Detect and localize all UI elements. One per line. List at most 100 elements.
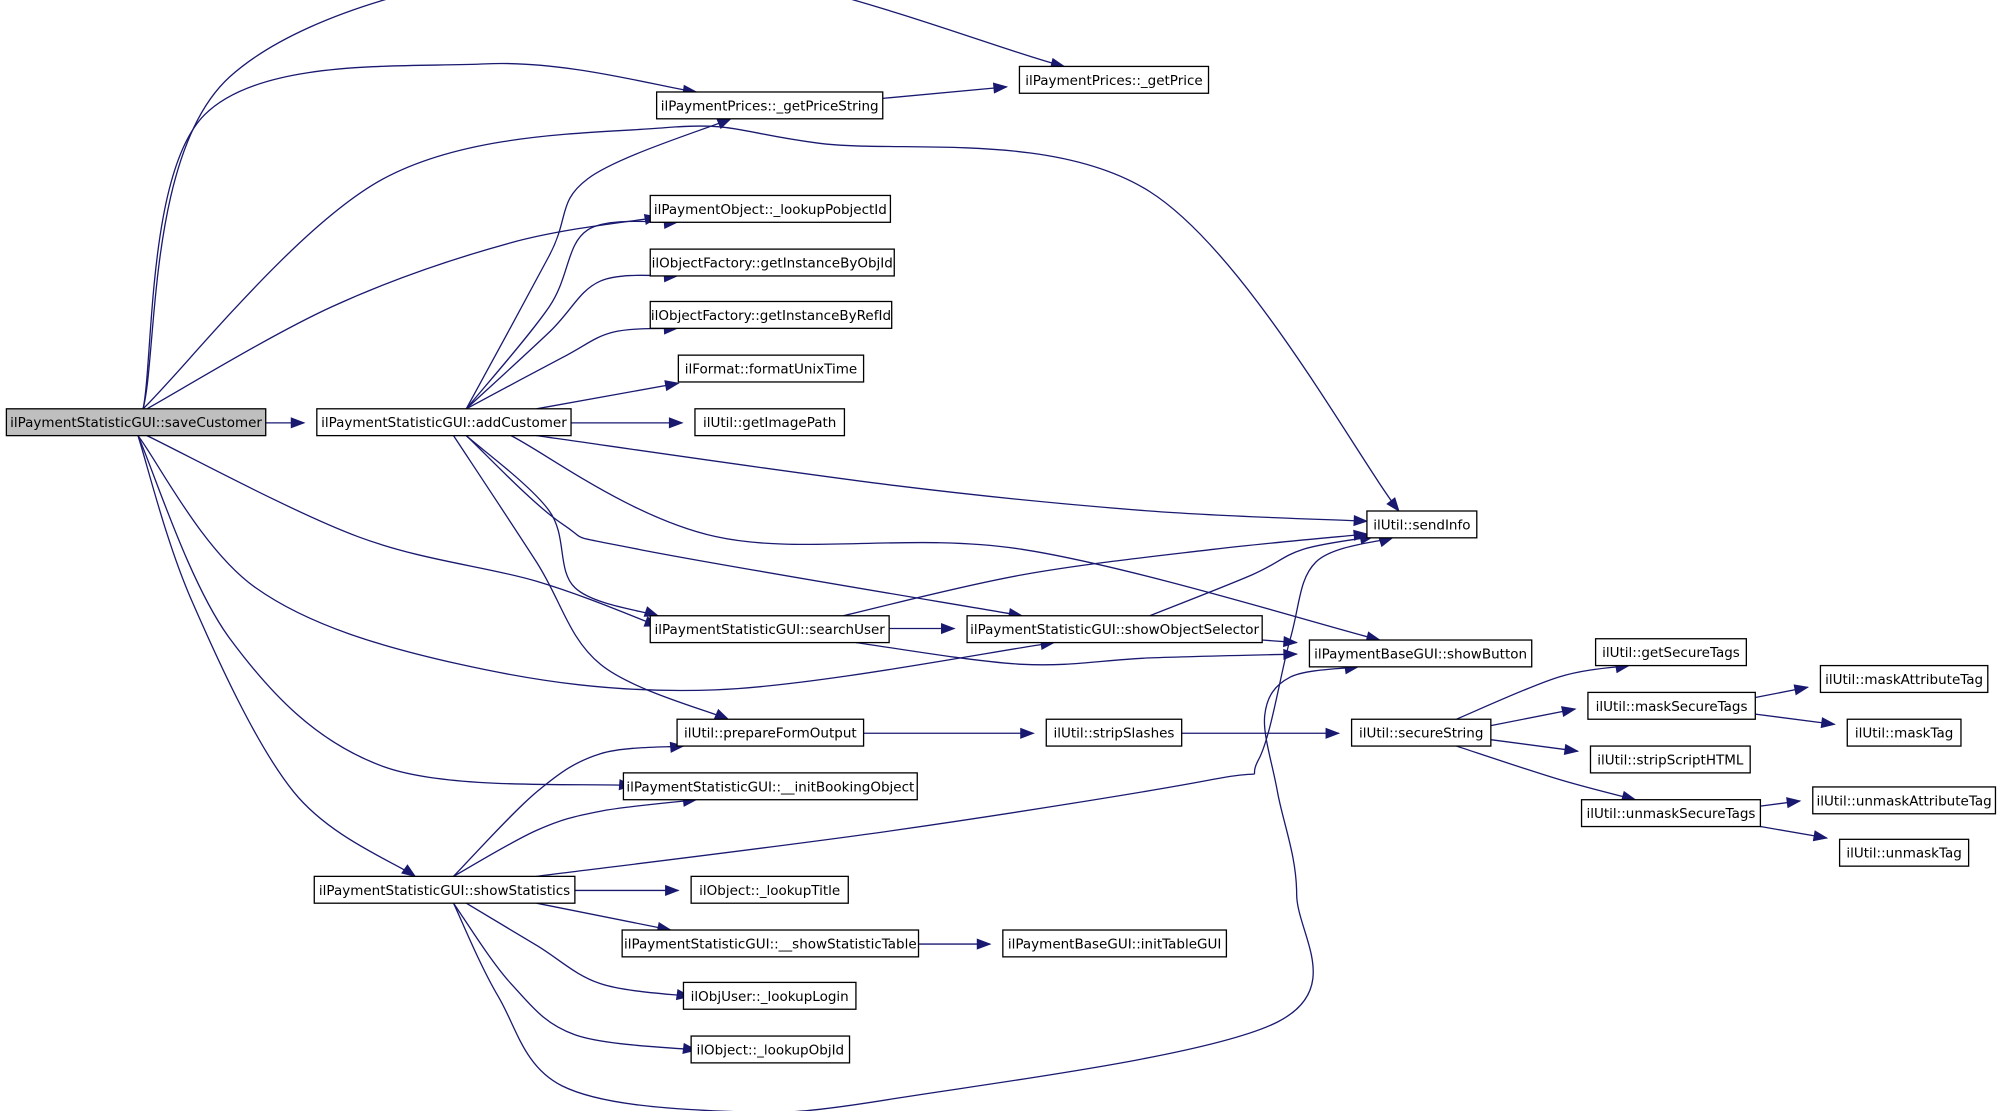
node[interactable]: ilPaymentPrices::_getPrice <box>1018 65 1210 94</box>
node-label: ilUtil::maskAttributeTag <box>1825 672 1983 688</box>
edge-line <box>1149 535 1374 617</box>
node[interactable]: ilUtil::unmaskAttributeTag <box>1812 786 1997 815</box>
node-label: ilPaymentObject::_lookupPobjectId <box>654 202 887 218</box>
node[interactable]: ilPaymentStatisticGUI::__showStatisticTa… <box>621 929 920 958</box>
edge-arrowhead <box>1325 727 1341 739</box>
node-label: ilPaymentStatisticGUI::addCustomer <box>321 415 567 431</box>
node[interactable]: ilObject::_lookupTitle <box>690 875 849 904</box>
node[interactable]: ilUtil::sendInfo <box>1366 510 1478 539</box>
edge-n14-n15 <box>1181 727 1341 739</box>
node-box <box>676 718 865 747</box>
node[interactable]: ilPaymentObject::_lookupPobjectId <box>649 194 892 223</box>
node-label: ilUtil::unmaskTag <box>1846 846 1962 862</box>
edge-arrowhead <box>1563 743 1580 755</box>
edge-line <box>146 216 659 410</box>
edge-line <box>465 220 678 410</box>
node-box <box>649 248 895 277</box>
node-box <box>316 408 572 437</box>
edge-n1-n6 <box>465 323 679 410</box>
edge-n25-n12 <box>452 663 1360 1111</box>
node[interactable]: ilPaymentStatisticGUI::showStatistics <box>313 875 576 904</box>
node-label: ilObjectFactory::getInstanceByRefId <box>651 308 891 324</box>
node[interactable]: ilUtil::stripSlashes <box>1045 718 1183 747</box>
node[interactable]: ilUtil::getImagePath <box>694 408 846 437</box>
edge-n25-n26 <box>574 884 680 896</box>
node-box <box>1350 718 1492 747</box>
edge-n1-n12 <box>510 435 1382 643</box>
edge-n17-n19 <box>1755 713 1836 729</box>
node[interactable]: ilPaymentStatisticGUI::addCustomer <box>316 408 572 437</box>
node[interactable]: ilObject::_lookupObjId <box>690 1035 851 1064</box>
edge-n0-n25 <box>137 435 417 878</box>
node-root[interactable]: ilPaymentStatisticGUI::saveCustomer <box>5 408 267 437</box>
node-label: ilUtil::maskSecureTags <box>1596 699 1748 715</box>
node[interactable]: ilUtil::maskAttributeTag <box>1819 664 1989 694</box>
edge-n10-n9 <box>843 529 1369 617</box>
node-label: ilObject::_lookupTitle <box>699 883 840 899</box>
edge-n15-n20 <box>1490 739 1580 755</box>
node[interactable]: ilUtil::maskTag <box>1846 718 1962 747</box>
node-box <box>649 615 890 644</box>
node[interactable]: ilObjectFactory::getInstanceByObjId <box>649 248 895 277</box>
node-box <box>5 408 267 437</box>
edge-line <box>137 435 416 877</box>
node[interactable]: ilPaymentBaseGUI::showButton <box>1308 639 1533 668</box>
edge-line <box>465 327 678 410</box>
node-label: ilPaymentStatisticGUI::searchUser <box>655 622 886 638</box>
node[interactable]: ilFormat::formatUnixTime <box>677 354 865 383</box>
edge-line <box>142 0 1065 409</box>
node-box <box>1812 786 1997 815</box>
node[interactable]: ilPaymentStatisticGUI::searchUser <box>649 615 890 644</box>
node[interactable]: ilUtil::stripScriptHTML <box>1589 745 1751 774</box>
node[interactable]: ilUtil::secureString <box>1350 718 1492 747</box>
node[interactable]: ilUtil::unmaskTag <box>1838 838 1970 867</box>
edge-n21-n22 <box>1760 797 1802 809</box>
node[interactable]: ilPaymentStatisticGUI::showObjectSelecto… <box>966 615 1263 644</box>
node-label: ilPaymentBaseGUI::initTableGUI <box>1008 936 1221 952</box>
node-box <box>682 981 857 1010</box>
edge-line <box>536 902 671 931</box>
edge-n17-n18 <box>1755 684 1810 699</box>
edge-n0-n24 <box>137 435 634 791</box>
edge-line <box>510 435 1380 641</box>
node-label: ilUtil::prepareFormOutput <box>684 726 857 742</box>
edge-arrowhead <box>1020 727 1035 739</box>
node[interactable]: ilPaymentStatisticGUI::__initBookingObje… <box>622 772 918 801</box>
node[interactable]: ilUtil::prepareFormOutput <box>676 718 865 747</box>
edge-line <box>465 435 1023 617</box>
edge-line <box>137 435 1055 692</box>
edge-n0-n1 <box>265 417 306 429</box>
node[interactable]: ilUtil::getSecureTags <box>1594 638 1747 667</box>
edge-line <box>536 382 679 410</box>
edge-line <box>882 86 1007 100</box>
edge-line <box>1456 664 1629 720</box>
node-label: ilUtil::getImagePath <box>703 415 836 431</box>
edge-arrowhead <box>682 1042 698 1054</box>
edge-arrowhead <box>290 417 306 429</box>
edge-n0-n4 <box>146 213 660 410</box>
node-label: ilPaymentPrices::_getPriceString <box>661 98 879 114</box>
node[interactable]: ilObjUser::_lookupLogin <box>682 981 857 1010</box>
node-label: ilPaymentStatisticGUI::showStatistics <box>319 883 570 899</box>
edge-n10-n12 <box>855 641 1299 666</box>
node[interactable]: ilPaymentPrices::_getPriceString <box>655 91 884 120</box>
edge-arrowhead <box>1820 717 1836 729</box>
edge-arrowhead <box>665 884 680 896</box>
node-box <box>1594 638 1747 667</box>
edge-line <box>146 435 659 627</box>
node[interactable]: ilUtil::unmaskSecureTags <box>1580 799 1762 828</box>
node[interactable]: ilPaymentBaseGUI::initTableGUI <box>1002 929 1228 958</box>
edge-n27-n28 <box>918 938 992 950</box>
node-box <box>1002 929 1228 958</box>
node-box <box>1045 718 1183 747</box>
edge-n1-n5 <box>465 271 679 410</box>
node-box <box>1366 510 1478 539</box>
node-box <box>655 91 884 120</box>
node-box <box>1838 838 1970 867</box>
edge-line <box>1490 708 1576 727</box>
node-label: ilPaymentStatisticGUI::showObjectSelecto… <box>970 622 1259 638</box>
node-box <box>622 772 918 801</box>
node-box <box>1589 745 1751 774</box>
node[interactable]: ilUtil::maskSecureTags <box>1587 691 1756 720</box>
node[interactable]: ilObjectFactory::getInstanceByRefId <box>649 300 893 329</box>
